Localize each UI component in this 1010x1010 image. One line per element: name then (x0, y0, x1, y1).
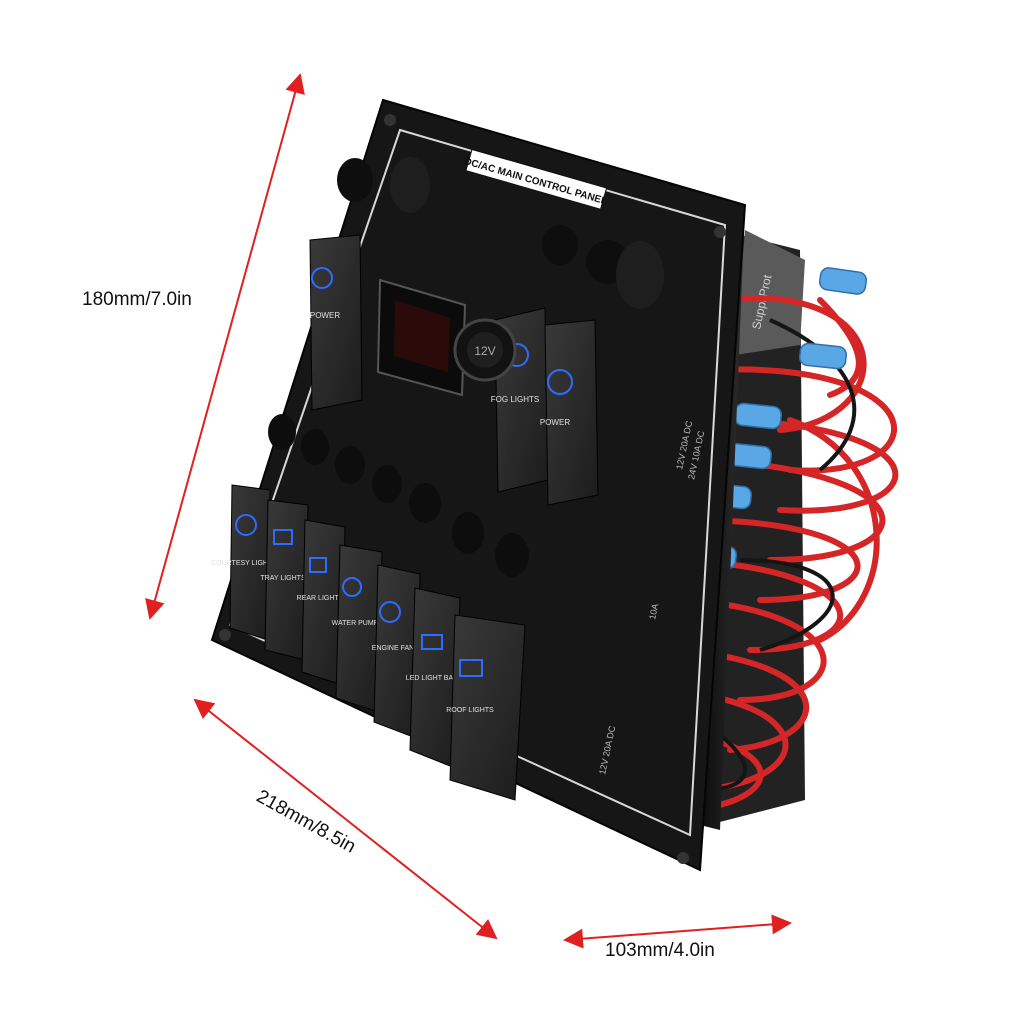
bottom-switch-label: ROOF LIGHTS (446, 707, 494, 714)
height-arrow (145, 73, 305, 620)
socket-badge: 12V (474, 344, 495, 358)
width-arrow (193, 698, 498, 940)
bottom-switch-label: TRAY LIGHTS (260, 575, 306, 582)
bottom-switch-label: ENGINE FAN (372, 645, 414, 652)
bottom-rocker-switches: COURTESY LIGHTS TRAY LIGHTS REAR LIGHTS … (211, 484, 526, 801)
bottom-switch-label: COURTESY LIGHTS (211, 560, 277, 567)
top-switch-power-left[interactable]: POWER (309, 234, 363, 411)
top-switch-label: FOG LIGHTS (491, 395, 539, 404)
bottom-switch-label: LED LIGHT BAR (406, 675, 458, 682)
panel-face: DC/AC MAIN CONTROL PANEL POWER (210, 98, 747, 872)
power-icon (311, 267, 333, 289)
engine-fan-icon (379, 601, 401, 623)
led-light-bar-icon (421, 634, 443, 650)
depth-arrow (563, 914, 792, 949)
roof-light-icon (459, 659, 483, 677)
bottom-switch-label: WATER PUMP (332, 620, 379, 627)
voltmeter (376, 278, 467, 397)
power-icon (547, 369, 573, 395)
top-switch-label: POWER (540, 418, 570, 427)
bottom-switch-2[interactable]: TRAY LIGHTS (260, 499, 309, 661)
bottom-switch-4[interactable]: WATER PUMP (332, 544, 383, 713)
breaker-toggles (268, 414, 529, 577)
tray-light-icon (273, 529, 293, 545)
breaker-label: 10A (647, 603, 660, 621)
socket-12v: 12V (453, 318, 517, 382)
top-switch-label: POWER (310, 311, 340, 320)
rear-light-icon (309, 557, 327, 573)
top-switch-power-right[interactable]: POWER (540, 319, 599, 506)
bottom-switch-7[interactable]: ROOF LIGHTS (446, 614, 526, 801)
height-dimension-label: 180mm/7.0in (82, 289, 192, 310)
depth-dimension-label: 103mm/4.0in (605, 940, 715, 961)
bottom-switch-label: REAR LIGHTS (297, 595, 344, 602)
courtesy-light-icon (235, 514, 257, 536)
bottom-switch-3[interactable]: REAR LIGHTS (297, 519, 346, 686)
wiring-harness (647, 295, 899, 813)
water-pump-icon (342, 577, 362, 597)
top-toggle-group (337, 157, 664, 309)
